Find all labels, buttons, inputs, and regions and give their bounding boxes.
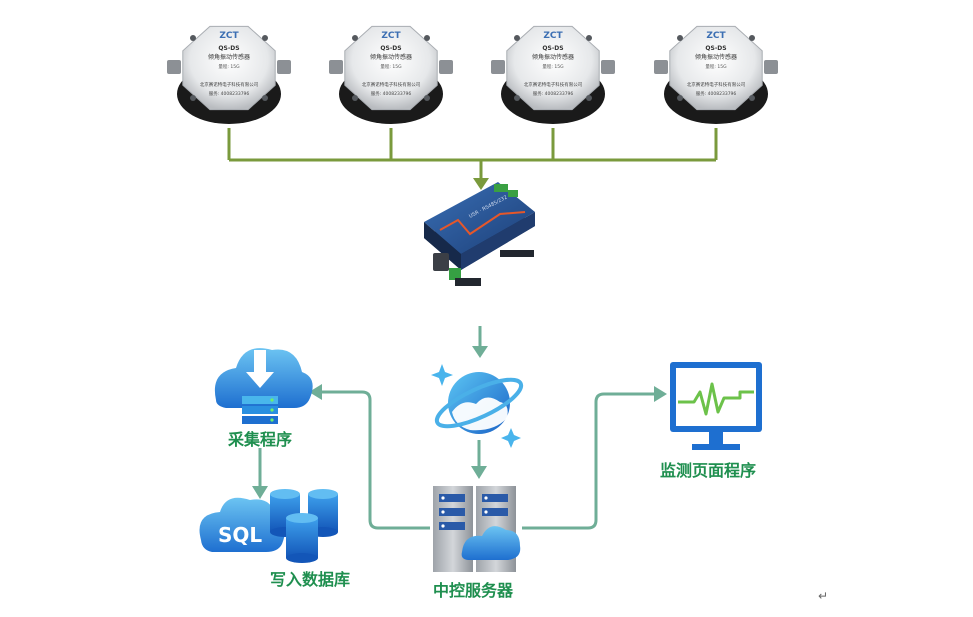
- collector-cloud-icon: [214, 348, 313, 424]
- sensor-1-phone: 服务: 4008233796: [209, 90, 250, 97]
- sensor-1-maker: 北京赛诺特电子科技有限公司: [200, 81, 259, 88]
- paragraph-mark-icon: ↵: [818, 589, 828, 603]
- bus-arrowhead: [473, 178, 489, 190]
- sensor-3-maker: 北京赛诺特电子科技有限公司: [524, 81, 583, 88]
- sensor-1-model: QS-DS: [218, 45, 239, 52]
- cloud-planet-icon: [431, 364, 524, 448]
- database-label: 写入数据库: [270, 570, 350, 589]
- sql-text: SQL: [218, 523, 262, 547]
- sensor-4-maker: 北京赛诺特电子科技有限公司: [687, 81, 746, 88]
- sensor-3-model: QS-DS: [542, 45, 563, 52]
- server-to-monitor-arrowhead: [654, 386, 667, 402]
- sensor-4-brand: ZCT: [706, 31, 726, 41]
- sensor-3-brand: ZCT: [543, 31, 563, 41]
- collector-to-db-arrowhead: [252, 486, 268, 499]
- sensor-2-name: 倾角振动传感器: [370, 53, 412, 61]
- server-to-collector-flow: [320, 390, 430, 530]
- sensor-2-spec: 量程: 15G: [380, 63, 402, 70]
- sensor-4-model: QS-DS: [705, 45, 726, 52]
- sql-database-icon: SQL: [199, 489, 338, 563]
- sensor-1-brand: ZCT: [219, 31, 239, 41]
- cloud-to-server-arrowhead: [471, 466, 487, 479]
- sensor-3-spec: 量程: 15G: [542, 63, 564, 70]
- sensor-3-phone: 服务: 4008233796: [533, 90, 574, 97]
- sensor-1-name: 倾角振动传感器: [208, 53, 250, 61]
- server-label: 中控服务器: [433, 581, 514, 600]
- monitor-icon: [670, 362, 762, 450]
- server-rack-icon: [433, 486, 521, 572]
- sensor-4-name: 倾角振动传感器: [695, 53, 737, 61]
- gateway-to-cloud-arrowhead: [472, 346, 488, 358]
- sensor-1-spec: 量程: 15G: [218, 63, 240, 70]
- sensor-bus-lines: [227, 128, 718, 180]
- monitor-label: 监测页面程序: [660, 461, 756, 480]
- sensor-4-phone: 服务: 4008233796: [696, 90, 737, 97]
- sensor-2-phone: 服务: 4008233796: [371, 90, 412, 97]
- serial-gateway-device: USR · RS485/232: [424, 182, 535, 286]
- collector-label: 采集程序: [227, 430, 292, 449]
- sensor-3-name: 倾角振动传感器: [532, 53, 574, 61]
- sensor-2-maker: 北京赛诺特电子科技有限公司: [362, 81, 421, 88]
- sensor-4-spec: 量程: 15G: [705, 63, 727, 70]
- sensor-2-model: QS-DS: [380, 45, 401, 52]
- server-to-collector-arrowhead: [309, 384, 322, 400]
- sensor-2-brand: ZCT: [381, 31, 401, 41]
- server-to-monitor-flow: [522, 392, 655, 530]
